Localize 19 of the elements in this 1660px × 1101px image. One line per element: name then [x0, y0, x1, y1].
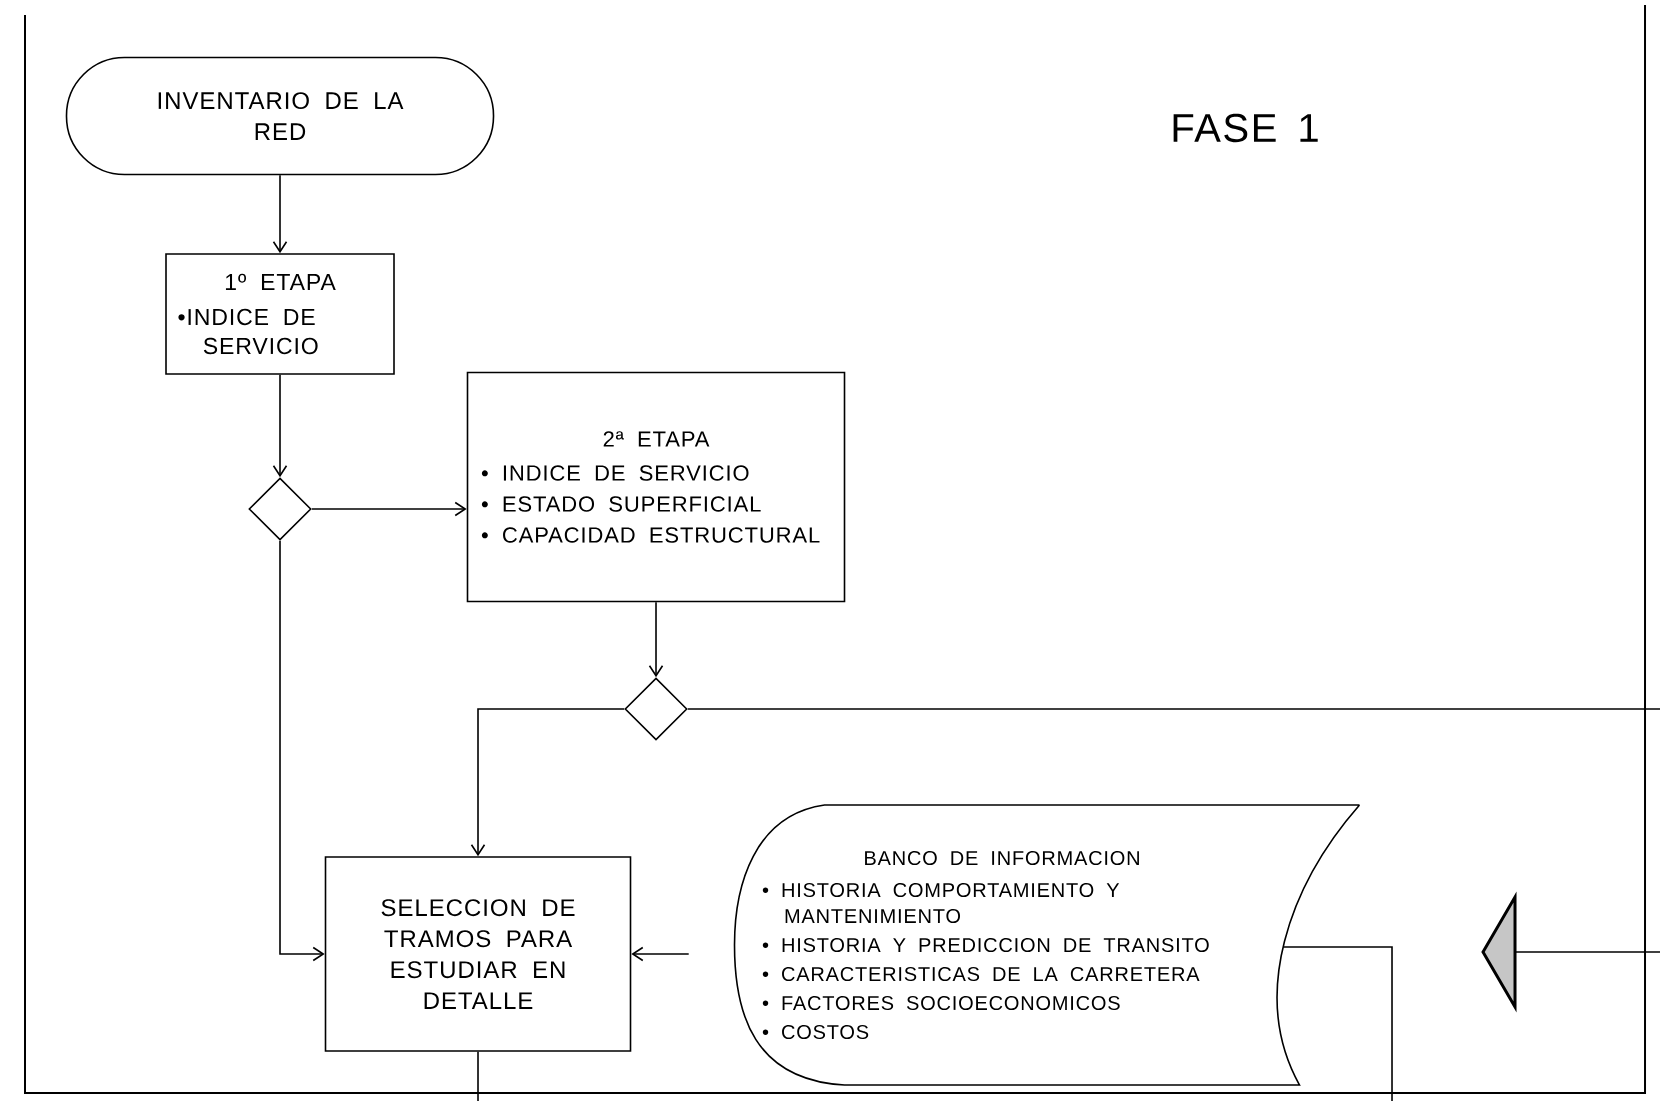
phase-title: FASE 1 — [1173, 113, 1318, 143]
terminal-box: INVENTARIO DE LA RED — [65, 56, 495, 176]
connector-line — [311, 501, 467, 517]
connector-line — [687, 708, 1660, 710]
connector-line — [272, 174, 288, 254]
process-box: 1º ETAPA •INDICE DE SERVICIO — [165, 253, 395, 375]
connector-line — [1515, 951, 1660, 953]
decision-diamond — [624, 677, 688, 741]
connector-line — [279, 540, 325, 962]
process-box: SELECCION DE TRAMOS PARA ESTUDIAR EN DETALLE — [324, 856, 632, 1052]
decision-diamond — [248, 477, 312, 541]
process-box: 2ª ETAPA • INDICE DE SERVICIO • ESTADO SUPERFICIAL • CAPACIDAD ESTRUCTURAL — [466, 371, 846, 603]
connector-line — [477, 1051, 479, 1101]
connector-line — [648, 601, 664, 678]
connector-line — [272, 374, 288, 478]
connector-line — [470, 708, 625, 857]
data-bank-shape: BANCO DE INFORMACION • HISTORIA COMPORTAMIENTO Y MANTENIMIENTO • HISTORIA Y PREDICCION DE TRANSITO • CARACTERISTICAS DE LA CARRETERA • FACTORES SOCIOECONOMICOS • COSTOS — [733, 804, 1361, 1086]
connector-line — [631, 946, 690, 962]
connector-line — [1282, 946, 1393, 1101]
